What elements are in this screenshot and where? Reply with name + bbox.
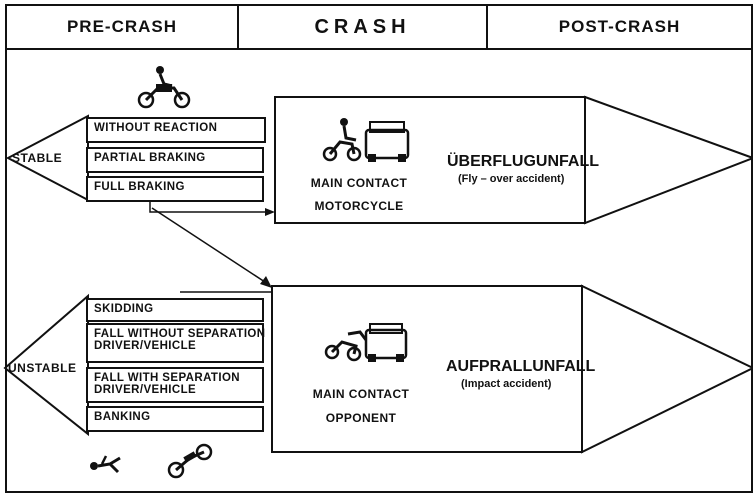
- option-fall-without-separation: FALL WITHOUT SEPARATION DRIVER/VEHICLE: [86, 323, 266, 363]
- top-outcome: ÜBERFLUGUNFALL: [447, 153, 599, 170]
- bottom-contact-line1: MAIN CONTACT: [312, 387, 410, 401]
- option-fall-with-separation-line2: DRIVER/VEHICLE: [94, 384, 197, 396]
- motorcycle-car-impact-icon: [324, 323, 408, 362]
- option-partial-braking: PARTIAL BRAKING: [86, 147, 264, 173]
- overturned-motorcycle-icon: [167, 443, 213, 479]
- option-fall-without-separation-line2: DRIVER/VEHICLE: [94, 340, 197, 352]
- header-crash: CRASH: [239, 6, 488, 50]
- bottom-contact-line2: OPPONENT: [325, 411, 397, 425]
- option-fall-with-separation-line1: FALL WITH SEPARATION: [94, 372, 240, 384]
- option-without-reaction: WITHOUT REACTION: [86, 117, 266, 143]
- unstable-arrow: [3, 293, 89, 437]
- connector-to-bottom: [151, 207, 269, 285]
- bottom-outcome-translation: (Impact accident): [461, 378, 552, 390]
- option-skidding-text: SKIDDING: [94, 303, 154, 315]
- option-skidding: SKIDDING: [86, 298, 264, 322]
- option-banking: BANKING: [86, 406, 264, 432]
- option-fall-with-separation: FALL WITH SEPARATION DRIVER/VEHICLE: [86, 367, 264, 403]
- diagram-frame: PRE-CRASH CRASH POST-CRASH: [5, 4, 753, 493]
- option-full-braking: FULL BRAKING: [86, 176, 264, 202]
- motorcycle-rider-icon: [137, 66, 191, 109]
- fallen-rider-icon: [90, 455, 121, 474]
- arrowhead-top: [265, 208, 275, 216]
- option-fall-without-separation-line1: FALL WITHOUT SEPARATION: [94, 328, 266, 340]
- bottom-outcome: AUFPRALLUNFALL: [446, 358, 596, 375]
- option-banking-text: BANKING: [94, 411, 151, 423]
- stable-label: STABLE: [12, 151, 63, 165]
- unstable-label: UNSTABLE: [8, 361, 77, 375]
- top-contact-line2: MOTORCYCLE: [314, 199, 404, 213]
- arrowhead-bottom: [260, 276, 272, 288]
- top-outcome-translation: (Fly – over accident): [458, 173, 565, 185]
- header-post-crash: POST-CRASH: [488, 6, 751, 50]
- post-crash-arrow-top: [584, 95, 753, 225]
- motorcycle-car-collision-icon: [322, 118, 410, 162]
- connector-to-top: [149, 202, 270, 213]
- top-contact-line1: MAIN CONTACT: [310, 176, 408, 190]
- post-crash-arrow-bottom: [581, 284, 753, 454]
- header-pre-crash: PRE-CRASH: [7, 6, 239, 50]
